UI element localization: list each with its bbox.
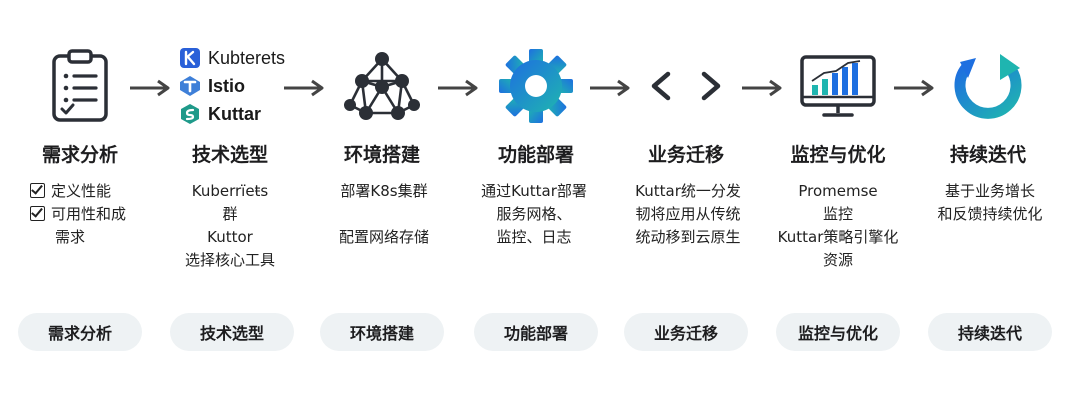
step-title-migration: 业务迁移: [647, 144, 724, 166]
flow-arrow-icon: [742, 79, 782, 97]
flow-arrow-icon: [590, 79, 630, 97]
desc-line: 群: [222, 205, 238, 223]
desc-line: 监控: [822, 205, 853, 223]
desc-line: Kuttar策略引擎化: [777, 228, 899, 246]
pill-environment: 环境搭建: [320, 313, 444, 351]
pill-monitoring: 监控与优化: [776, 313, 900, 351]
flow-arrow-icon: [438, 79, 478, 97]
desc-line: 统动移到云原生: [635, 228, 741, 246]
flow-arrow-icon: [130, 79, 170, 97]
desc-line: Kuttor: [207, 228, 253, 246]
step-title-monitoring: 监控与优化: [790, 144, 886, 166]
kuttar-logo-icon: [181, 104, 199, 124]
step-desc-migration: Kuttar统一分发 韧将应用从传统 统动移到云原生: [608, 180, 768, 249]
checkbox-checked-icon: [30, 183, 45, 198]
step-title-iteration: 持续迭代: [949, 144, 1026, 166]
pill-deploy: 功能部署: [474, 313, 598, 351]
flow-arrow-icon: [894, 79, 934, 97]
checklist-clipboard-icon: [40, 44, 120, 128]
desc-line: 基于业务增长: [944, 182, 1035, 200]
desc-line: 配置网络存储: [338, 228, 429, 246]
gear-icon: [494, 44, 578, 128]
pill-requirements: 需求分析: [18, 313, 142, 351]
step-title-deploy: 功能部署: [497, 144, 574, 166]
kuttar-logo-row: Kuttar: [180, 101, 261, 127]
kubernetes-logo-label: Kubterets: [208, 47, 286, 68]
desc-line: 资源: [822, 251, 853, 269]
step-desc-deploy: 通过Kuttar部署 服务网格、 监控、日志: [454, 180, 614, 249]
desc-line: Promemse: [798, 182, 878, 200]
monitor-chart-icon: [796, 44, 880, 128]
desc-spacer: [304, 203, 464, 226]
desc-line: 监控、日志: [496, 228, 572, 246]
pill-tech-selection: 技术选型: [170, 313, 294, 351]
step-title-tech-selection: 技术选型: [191, 144, 268, 166]
checklist-item-label: 定义性能: [51, 182, 112, 200]
step-title-requirements: 需求分析: [41, 144, 118, 166]
istio-logo-label: Istio: [208, 75, 246, 96]
checkbox-checked-icon: [30, 206, 45, 221]
pill-migration: 业务迁移: [624, 313, 748, 351]
checklist-item-label: 可用性和成: [51, 205, 127, 223]
checklist-tail-text: 需求: [55, 228, 86, 246]
flow-arrow-icon: [284, 79, 324, 97]
kubernetes-logo-row: Kubterets: [180, 45, 285, 71]
desc-line: Kuberrïeŧs: [191, 182, 269, 200]
step-desc-iteration: 基于业务增长 和反馈持续优化: [910, 180, 1070, 226]
desc-line: 服务网格、: [496, 205, 572, 223]
pill-iteration: 持续迭代: [928, 313, 1052, 351]
istio-logo-row: Istio: [180, 73, 245, 99]
desc-line: 部署K8s集群: [340, 182, 428, 200]
step-title-environment: 环境搭建: [343, 144, 420, 166]
desc-line: 韧将应用从传统: [635, 205, 741, 223]
step-desc-tech-selection: Kuberrïeŧs 群 Kuttor 选择核心工具: [150, 180, 310, 272]
step-desc-monitoring: Promemse 监控 Kuttar策略引擎化 资源: [758, 180, 918, 272]
checklist-item: 可用性和成: [30, 203, 190, 226]
istio-logo-icon: [180, 76, 200, 96]
kuttar-logo-label: Kuttar: [208, 103, 261, 124]
tool-logos-icon: Kubterets Istio Kuttar: [180, 44, 300, 128]
desc-line: 选择核心工具: [184, 251, 275, 269]
checklist-item: 定义性能: [30, 180, 190, 203]
kubernetes-logo-icon: [180, 48, 200, 68]
desc-line: 和反馈持续优化: [937, 205, 1043, 223]
refresh-cycle-icon: [946, 44, 1030, 128]
desc-line: 通过Kuttar部署: [481, 182, 587, 200]
network-nodes-icon: [340, 44, 424, 128]
step-desc-environment: 部署K8s集群 配置网络存储: [304, 180, 464, 249]
step-desc-requirements: 定义性能 可用性和成 需求: [30, 180, 190, 249]
desc-line: Kuttar统一分发: [635, 182, 741, 200]
bidirectional-arrow-icon: [646, 44, 726, 128]
